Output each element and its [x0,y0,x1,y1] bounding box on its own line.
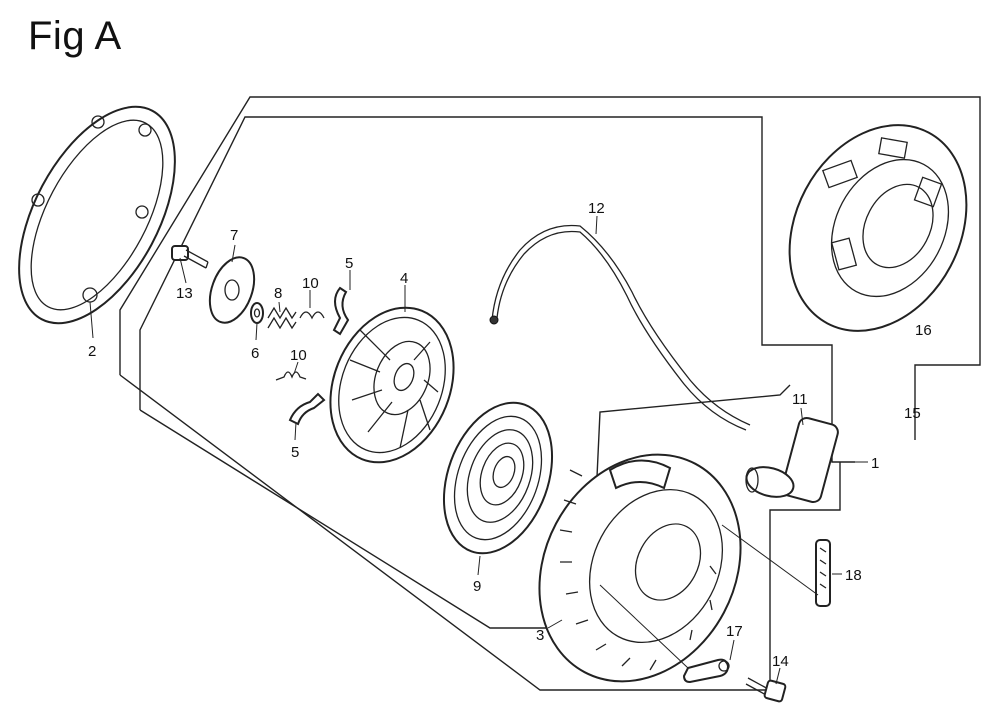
side-pin-part [815,539,831,607]
callout-5-lower: 5 [291,444,299,461]
callout-5-upper: 5 [345,255,353,272]
recoil-spring-part [442,401,554,555]
figure-title: Fig A [28,14,122,58]
callout-2: 2 [88,343,96,360]
starter-handle-part [745,416,839,504]
callout-12: 12 [588,200,605,217]
callout-10-lower: 10 [290,347,307,364]
assembly-frame-outer [119,96,981,691]
outer-cover-part [788,124,968,332]
callout-8: 8 [274,285,282,302]
gasket-ring-part [18,105,176,325]
friction-plate-part [208,256,256,324]
callout-4: 4 [400,270,408,287]
callout-6: 6 [251,345,259,362]
callout-9: 9 [473,578,481,595]
callout-16: 16 [915,322,932,339]
ratchet-spring-part-upper [299,311,325,320]
callout-14: 14 [772,653,789,670]
callout-17: 17 [726,623,743,640]
washer-part [250,302,264,324]
bolt-part [171,245,209,269]
ratchet-part-upper [332,286,350,336]
leader-lines [89,215,916,685]
callout-18: 18 [845,567,862,584]
starter-rope-part [489,224,751,431]
callout-3: 3 [536,627,544,644]
ratchet-spring-part-lower [275,371,307,381]
callout-7: 7 [230,227,238,244]
callout-1: 1 [871,455,879,472]
flange-bolt-part [745,677,787,703]
callout-13: 13 [176,285,193,302]
callout-11: 11 [792,391,808,408]
rope-guide-part [682,658,730,684]
callout-15: 15 [904,405,921,422]
callout-10-upper: 10 [302,275,319,292]
spring-part [267,306,297,330]
ratchet-part-lower [288,392,326,426]
reel-part [329,306,455,464]
starter-case-part [538,453,742,683]
